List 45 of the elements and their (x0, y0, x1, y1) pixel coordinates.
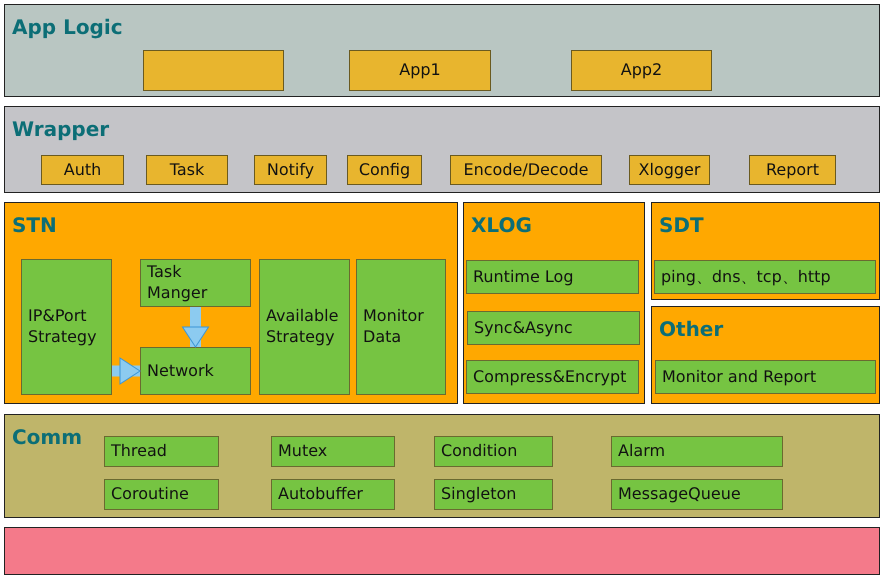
module-box: Available Strategy (259, 259, 350, 395)
layer-band (463, 202, 645, 404)
module-box: Thread (104, 436, 219, 467)
app-box: App1 (349, 50, 491, 91)
module-box: MessageQueue (611, 479, 783, 510)
layer-title: Other (659, 317, 724, 341)
wrapper-box: Task (146, 155, 228, 185)
layer-title: STN (12, 213, 57, 237)
layer-band (4, 414, 880, 518)
module-box: Network (140, 347, 251, 395)
module-box: Coroutine (104, 479, 219, 510)
wrapper-box: Notify (254, 155, 327, 185)
layer-title: Wrapper (12, 117, 110, 141)
module-box: Alarm (611, 436, 783, 467)
layer-band (4, 106, 880, 193)
module-box: Task Manger (140, 259, 251, 307)
module-box: ping、dns、tcp、http (654, 260, 876, 294)
platform-band (4, 527, 880, 575)
module-box: Condition (434, 436, 553, 467)
module-box: Monitor Data (356, 259, 446, 395)
module-box: IP&Port Strategy (21, 259, 112, 395)
module-box: Monitor and Report (655, 360, 876, 394)
app-box (143, 50, 284, 91)
layer-title: Comm (12, 425, 82, 449)
block-arrow (112, 358, 140, 384)
module-box: Autobuffer (271, 479, 395, 510)
layer-band (4, 4, 880, 97)
layer-band (651, 202, 880, 300)
layer-title: SDT (659, 213, 704, 237)
wrapper-box: Xlogger (629, 155, 710, 185)
wrapper-box: Report (749, 155, 836, 185)
layer-title: App Logic (12, 15, 123, 39)
block-arrow (182, 307, 209, 348)
module-box: Mutex (271, 436, 395, 467)
wrapper-box: Encode/Decode (450, 155, 602, 185)
layer-band (651, 306, 880, 404)
module-box: Runtime Log (466, 260, 639, 294)
app-box: App2 (571, 50, 712, 91)
layer-band (4, 202, 458, 404)
module-box: Singleton (434, 479, 553, 510)
wrapper-box: Auth (41, 155, 124, 185)
layer-title: XLOG (471, 213, 532, 237)
module-box: Sync&Async (467, 311, 640, 345)
wrapper-box: Config (347, 155, 422, 185)
module-box: Compress&Encrypt (466, 360, 639, 394)
